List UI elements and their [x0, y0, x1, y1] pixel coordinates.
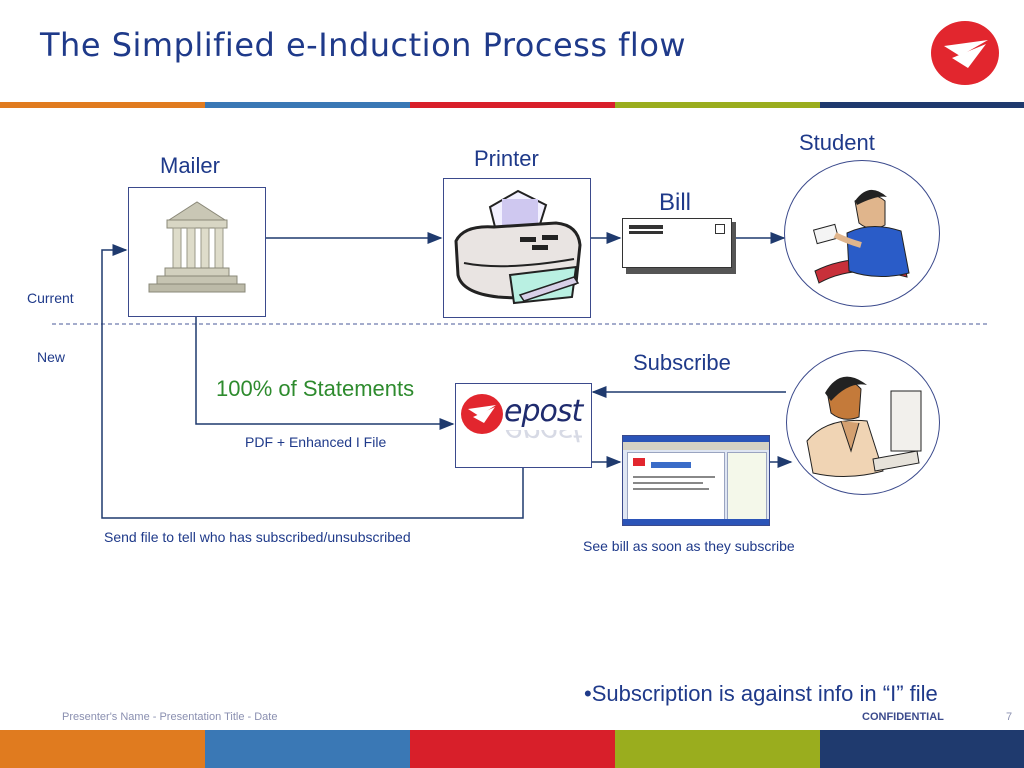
page-number: 7: [1006, 711, 1013, 723]
student-label: Student: [799, 130, 875, 155]
footer-confidential: CONFIDENTIAL: [862, 711, 944, 723]
epost-logo-icon: [461, 394, 503, 434]
mailer-label: Mailer: [160, 153, 220, 178]
subscriber-circle: [786, 350, 940, 495]
computer-user-icon: [806, 376, 922, 478]
mailer-box: [128, 187, 266, 317]
footer-stripe-green: [615, 730, 820, 768]
top-stripe-green: [615, 102, 820, 108]
subscription-bullet: •Subscription is against info in “I” fil…: [584, 681, 938, 706]
pdf-file-label: PDF + Enhanced I File: [245, 434, 387, 450]
epost-box: epost epost: [455, 383, 592, 468]
subscribe-label: Subscribe: [633, 350, 731, 375]
printer-label: Printer: [474, 146, 539, 171]
page-title: The Simplified e-Induction Process flow: [40, 26, 687, 64]
canada-post-logo-icon: [931, 21, 999, 85]
top-stripe-orange: [0, 102, 205, 108]
row-label-current: Current: [27, 290, 74, 306]
bank-building-icon: [148, 201, 246, 293]
printer-box: [443, 178, 591, 318]
footer-stripe-red: [410, 730, 615, 768]
top-stripe-red: [410, 102, 615, 108]
send-file-label: Send file to tell who has subscribed/uns…: [104, 529, 411, 545]
epost-wordmark-reflection: epost: [504, 430, 583, 448]
epost-wordmark: epost: [504, 394, 583, 429]
student-reading-icon: [812, 189, 910, 284]
statements-label: 100% of Statements: [216, 376, 415, 401]
bill-screenshot-thumbnail: [622, 435, 770, 526]
see-bill-label: See bill as soon as they subscribe: [583, 538, 795, 554]
top-stripe-navy: [820, 102, 1024, 108]
footer-stripe-navy: [820, 730, 1024, 768]
footer-presenter: Presenter's Name - Presentation Title - …: [62, 711, 278, 723]
envelope-icon: [622, 218, 732, 268]
top-stripe-blue: [205, 102, 410, 108]
student-circle: [784, 160, 940, 307]
printer-icon: [454, 189, 582, 305]
footer-stripe-orange: [0, 730, 205, 768]
row-label-new: New: [37, 349, 66, 365]
bill-label: Bill: [659, 189, 692, 216]
footer-stripe-blue: [205, 730, 410, 768]
